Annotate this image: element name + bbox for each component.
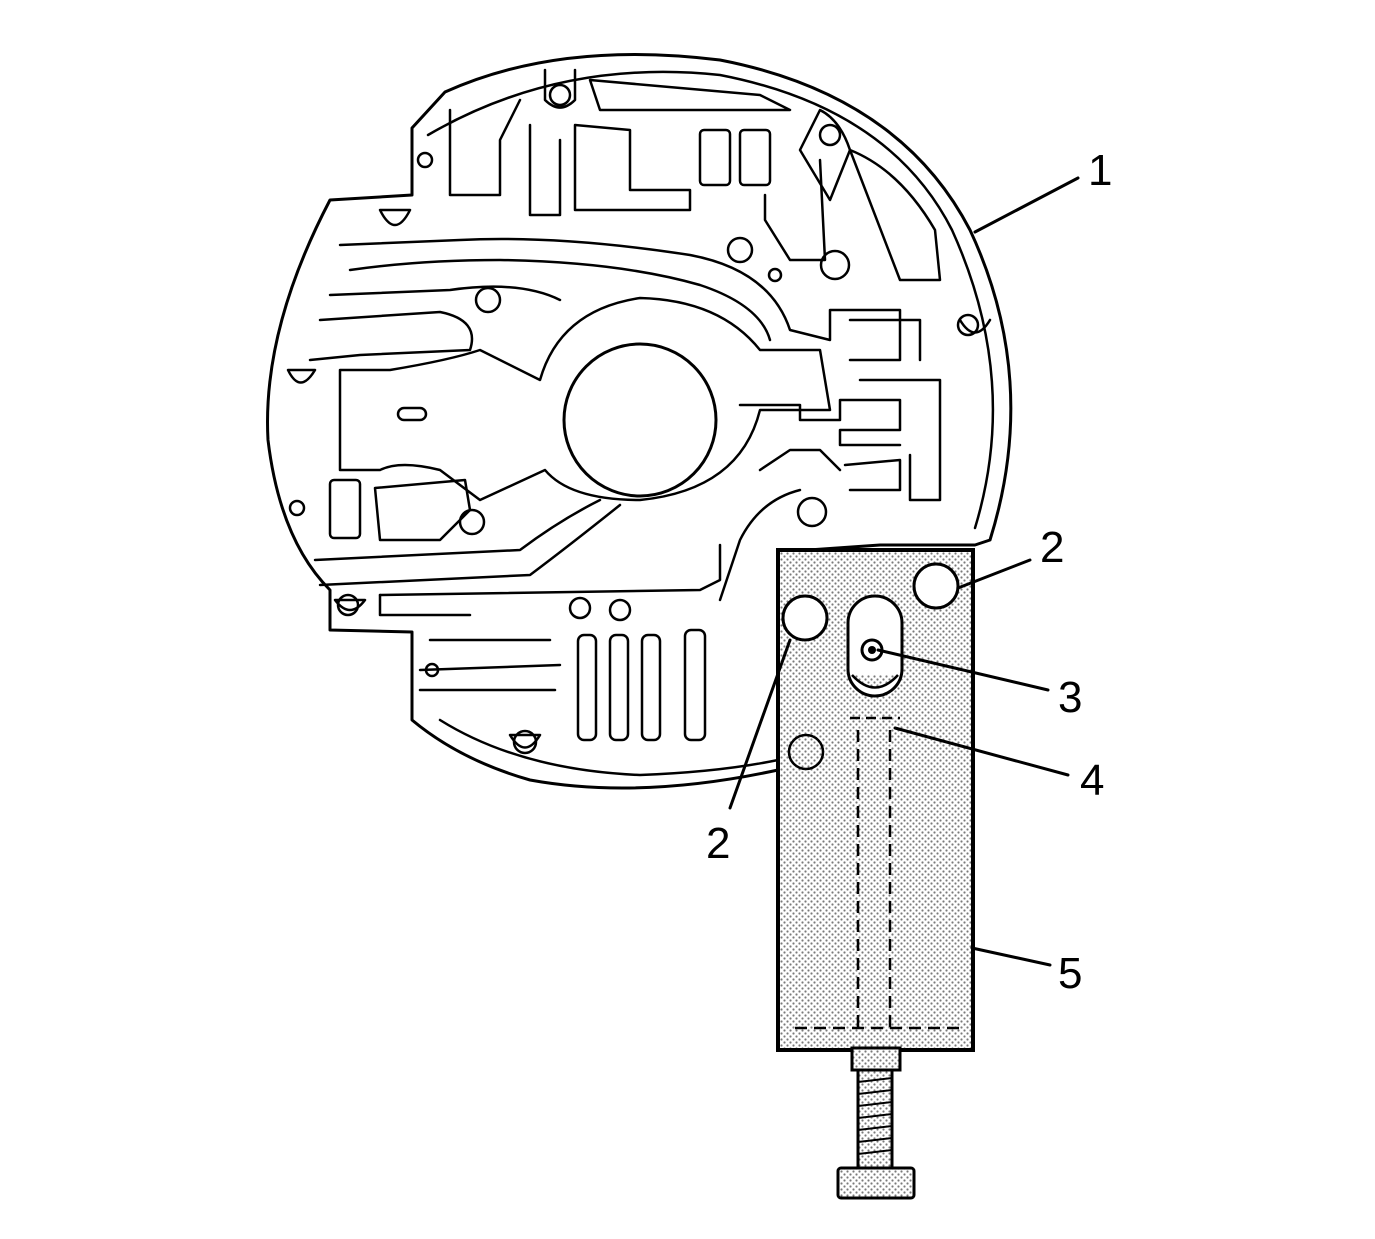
- callout-label-5: 5: [1058, 949, 1082, 998]
- callout-label-2-lower: 2: [706, 819, 730, 868]
- callout-label-4: 4: [1080, 756, 1104, 805]
- tool-slot: [846, 594, 904, 698]
- callout-label-1: 1: [1088, 146, 1112, 195]
- alignment-tool: [776, 548, 975, 1200]
- tool-screw: [836, 1046, 916, 1200]
- callout-label-2-upper: 2: [1040, 523, 1064, 572]
- callout-label-3: 3: [1058, 673, 1082, 722]
- guide-pin-lower: [781, 594, 829, 642]
- tool-hidden-bore: [795, 716, 960, 1030]
- spacer-plate: [266, 52, 1013, 790]
- guide-pin-upper: [912, 562, 960, 610]
- leader-lines: [728, 176, 1080, 967]
